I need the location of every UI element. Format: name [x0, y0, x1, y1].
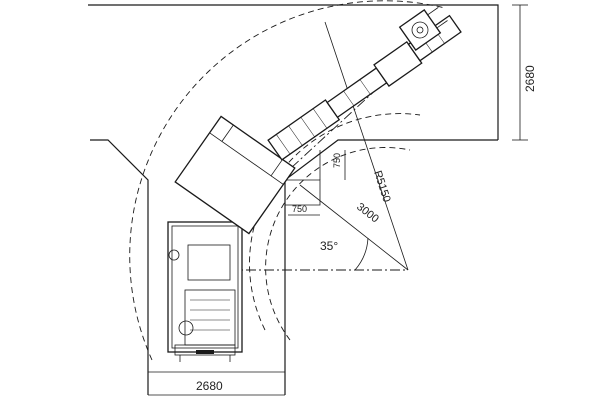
machine-chassis	[167, 221, 243, 362]
dim-radius-outer: R5150	[371, 169, 392, 204]
cutter-boom	[267, 14, 462, 161]
outer-dimensions	[147, 4, 528, 380]
cutter-head	[398, 7, 448, 51]
dim-angle: 35°	[320, 239, 338, 253]
offset-dimensions	[285, 150, 346, 216]
dim-offset-horizontal: 750	[292, 204, 307, 214]
centre-lines	[228, 39, 431, 271]
dim-right-height: 2680	[523, 65, 537, 92]
dim-bottom-width: 2680	[196, 379, 223, 393]
radius-lines	[299, 21, 409, 271]
tunnel-outline	[88, 4, 499, 396]
cutter-turret	[174, 115, 296, 235]
dim-radius-inner: 3000	[354, 201, 381, 226]
dim-offset-vertical: 750	[332, 153, 342, 168]
